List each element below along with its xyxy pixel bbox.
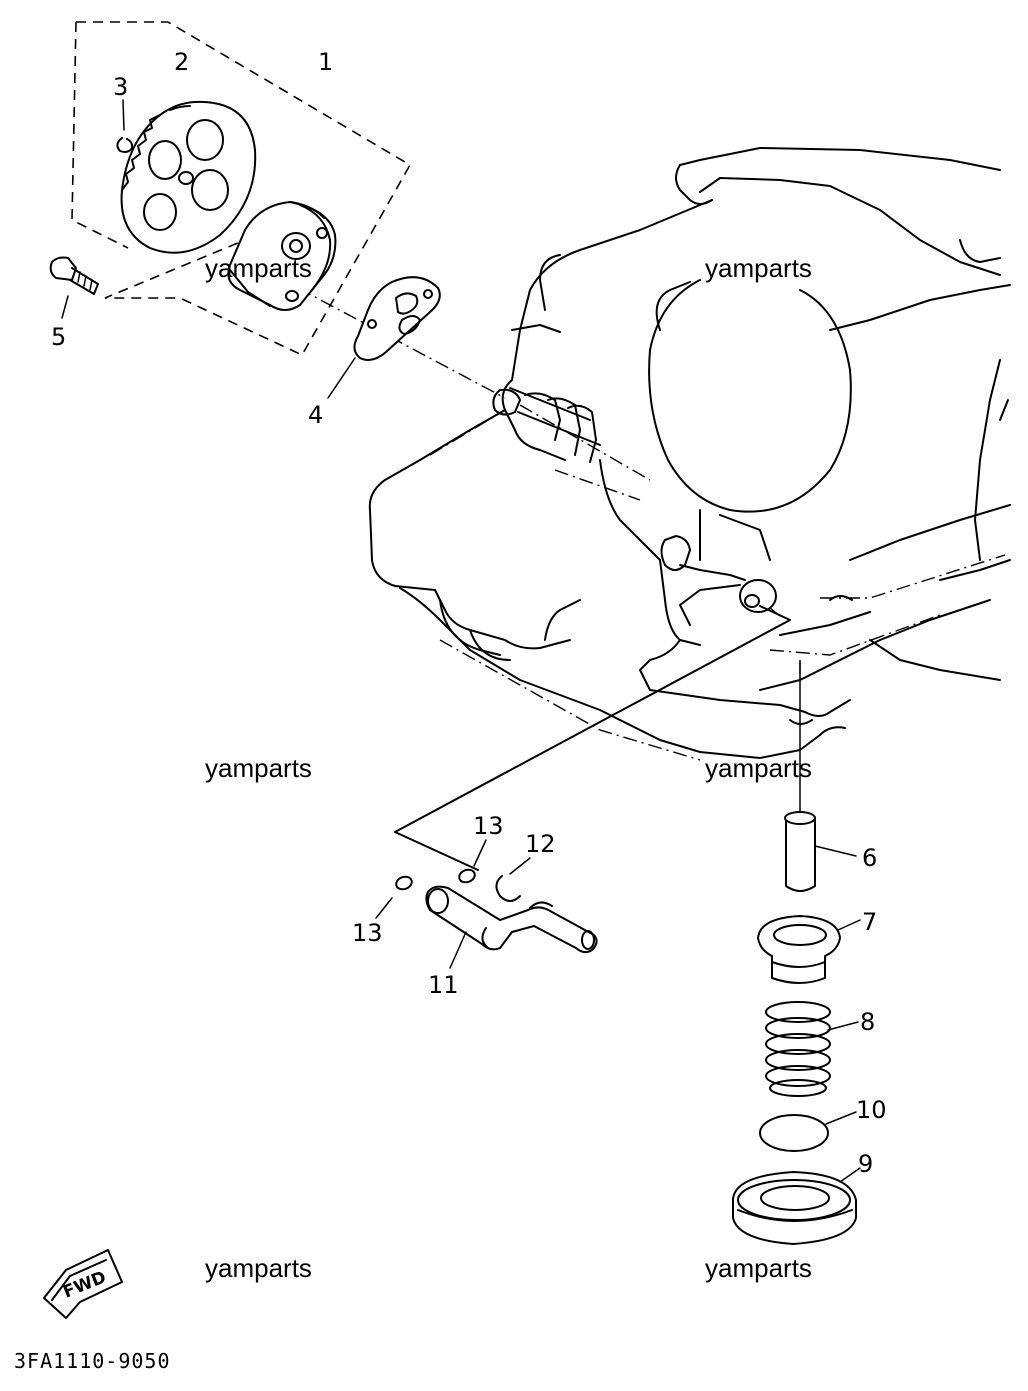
engine-crankcase-outline bbox=[368, 147, 1011, 759]
watermark: yamparts bbox=[205, 753, 312, 783]
disc bbox=[759, 1111, 857, 1152]
strainer-holder bbox=[757, 915, 861, 984]
part-label-3: 3 bbox=[113, 73, 128, 101]
part-label-8: 8 bbox=[860, 1008, 875, 1036]
part-label-9: 9 bbox=[858, 1150, 873, 1178]
oil-pump-body bbox=[227, 201, 337, 311]
part-label-5: 5 bbox=[51, 323, 66, 351]
oil-pump-assembly-boundary bbox=[71, 21, 412, 357]
gasket bbox=[327, 276, 441, 399]
part-label-2: 2 bbox=[174, 48, 189, 76]
part-labels: 1 2 3 4 5 6 7 8 9 10 11 12 13 13 bbox=[51, 48, 887, 1178]
drawing-code: 3FA1110-9050 bbox=[14, 1349, 171, 1373]
part-label-10: 10 bbox=[856, 1096, 887, 1124]
part-label-13a: 13 bbox=[473, 812, 504, 840]
oil-pump-gear bbox=[120, 100, 257, 254]
part-label-1: 1 bbox=[318, 48, 333, 76]
strainer-pipe bbox=[784, 811, 857, 892]
part-label-11: 11 bbox=[428, 971, 459, 999]
forward-direction-marker: FWD bbox=[43, 1249, 123, 1319]
part-label-12: 12 bbox=[525, 830, 556, 858]
watermark: yamparts bbox=[205, 253, 312, 283]
retaining-clip bbox=[495, 857, 531, 902]
drain-plug bbox=[732, 1167, 861, 1245]
part-label-4: 4 bbox=[308, 401, 323, 429]
watermark: yamparts bbox=[705, 253, 812, 283]
part-label-13b: 13 bbox=[352, 919, 383, 947]
spring bbox=[765, 1001, 859, 1097]
bolt bbox=[49, 256, 99, 319]
assembly-leaders bbox=[394, 605, 791, 871]
part-label-7: 7 bbox=[862, 908, 877, 936]
o-rings bbox=[375, 839, 487, 919]
watermarks: yamparts yamparts yamparts yamparts yamp… bbox=[205, 253, 812, 1283]
watermark: yamparts bbox=[705, 753, 812, 783]
oil-delivery-pipe bbox=[425, 885, 598, 969]
centerlines bbox=[297, 287, 1006, 813]
circlip bbox=[116, 99, 134, 153]
part-label-6: 6 bbox=[862, 844, 877, 872]
watermark: yamparts bbox=[705, 1253, 812, 1283]
watermark: yamparts bbox=[205, 1253, 312, 1283]
